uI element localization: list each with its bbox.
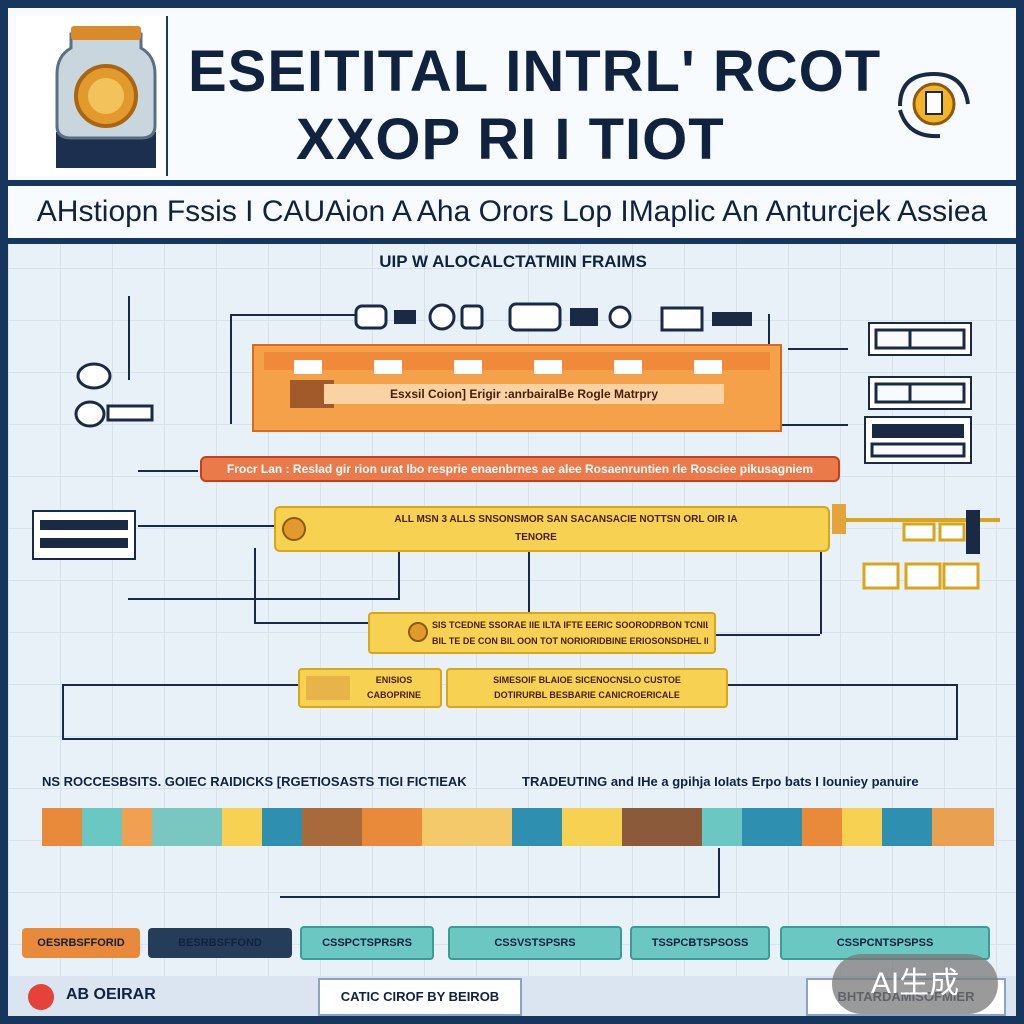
connector-line: [62, 684, 298, 686]
connector-line: [718, 848, 720, 898]
small-box-2-line-2: DOTIRURBL BESBARIE CANICROERICALE: [494, 690, 680, 700]
strip-segment: [802, 808, 842, 846]
legend-row-right: TRADEUTING and IHe a gpihja IoIats Erpo …: [522, 774, 919, 789]
strip-segment: [82, 808, 122, 846]
strip-segment: [422, 808, 512, 846]
gear-icon: [282, 517, 306, 541]
small-process-box-a: ENISIOS CABOPRINE: [298, 668, 442, 708]
small-box-label-a: ENISIOS: [375, 675, 413, 685]
connector-line: [280, 896, 720, 898]
title-line-1: ESEITITAL INTRL' RCOT: [188, 39, 882, 104]
strip-segment: [42, 808, 82, 846]
connector-icon: [660, 306, 752, 332]
small-box-label-b: CABOPRINE: [366, 690, 421, 700]
rack-node-3: [864, 416, 972, 464]
connector-line: [254, 622, 368, 624]
cable-icon: [74, 362, 154, 428]
connector-line: [128, 296, 130, 380]
strip-segment: [622, 808, 702, 846]
gear-icon: [408, 622, 428, 642]
connector-line: [528, 548, 530, 614]
status-dot-icon: [28, 984, 54, 1010]
server-node-left: [32, 510, 136, 560]
jar-icon: [55, 26, 157, 168]
strip-segment: [122, 808, 152, 846]
rack-icon: [870, 424, 966, 458]
footer-center-label: CATIC CIROF BY BEIROB: [318, 978, 522, 1016]
color-strip: [42, 808, 994, 846]
strip-segment: [222, 808, 262, 846]
strip-segment: [882, 808, 932, 846]
yellow-bar-label: ALL MSN 3 ALLS SNSONSMOR SAN SACANSACIE …: [394, 514, 738, 525]
strip-segment: [262, 808, 302, 846]
title-line-2: XXOP RI I TIOT: [296, 107, 725, 172]
circuit-block-right: [832, 504, 1000, 590]
yellow-process-bar: ALL MSN 3 ALLS SNSONSMOR SAN SACANSACIE …: [274, 506, 830, 552]
connector-line: [230, 314, 232, 424]
connector-line: [62, 684, 64, 740]
yellow-box-line-2: BIL TE DE CON BIL OON TOT NORIORIDBINE E…: [432, 636, 708, 646]
strip-segment: [932, 808, 994, 846]
rack-icon: [874, 382, 966, 404]
legend-item: OESRBSFFORID: [22, 928, 140, 958]
orange-process-box: Esxsil Coion] Erigir :anrbairalBe Rogle …: [252, 344, 782, 432]
rack-node-1: [868, 322, 972, 356]
section-title: UIP W ALOCALCTATMIN FRAIMS: [379, 252, 647, 271]
banner-subtitle: AHstiopn Fssis I CAUAion A Aha Orors Lop…: [8, 186, 1016, 238]
connector-line: [138, 525, 278, 527]
ai-watermark-badge: AI生成: [832, 954, 998, 1014]
rack-node-2: [868, 376, 972, 410]
legend-row-left: NS ROCCESBSITS. GOIEC RAIDICKS [RGETIOSA…: [42, 774, 467, 789]
strip-segment: [152, 808, 222, 846]
strip-segment: [842, 808, 882, 846]
component-icons-row: [354, 302, 632, 332]
yellow-process-box: SIS TCEDNE SSORAE IIE ILTA IFTE EERIC SO…: [368, 612, 716, 654]
connector-line: [724, 684, 956, 686]
emblem-icon: [898, 71, 970, 139]
strip-segment: [742, 808, 802, 846]
connector-line: [62, 738, 958, 740]
legend-item: CSSVSTSPSRS: [448, 926, 622, 960]
connector-line: [788, 348, 848, 350]
connector-line: [254, 548, 256, 622]
server-icon: [40, 520, 128, 548]
legend-item: TSSPCBTSPSOSS: [630, 926, 770, 960]
strip-segment: [562, 808, 622, 846]
small-process-box-b: SIMESOIF BLAIOE SICENOCNSLO CUSTOE DOTIR…: [446, 668, 728, 708]
connector-line: [398, 548, 400, 598]
yellow-box-line-1: SIS TCEDNE SSORAE IIE ILTA IFTE EERIC SO…: [432, 620, 708, 630]
connector-line: [230, 314, 358, 316]
connector-line: [138, 470, 198, 472]
legend-item: BESRBSFFOND: [148, 928, 292, 958]
header: [8, 8, 1016, 180]
connector-line: [768, 424, 848, 426]
legend-item: CSSPCTSPRSRS: [300, 926, 434, 960]
connector-line: [128, 598, 400, 600]
small-box-badge: [306, 676, 350, 700]
strip-segment: [702, 808, 742, 846]
orange-box-icons: [264, 352, 770, 374]
strip-segment: [512, 808, 562, 846]
connector-line: [956, 684, 958, 740]
strip-segment: [302, 808, 362, 846]
red-process-bar: Frocr Lan : Reslad gir rion urat Ibo res…: [200, 456, 840, 482]
small-box-2-line-1: SIMESOIF BLAIOE SICENOCNSLO CUSTOE: [493, 675, 681, 685]
footer-left-label: AB OEIRAR: [66, 986, 156, 1003]
strip-segment: [362, 808, 422, 846]
yellow-bar-sublabel: TENORE: [515, 532, 557, 543]
connector-line: [708, 634, 820, 636]
jar-logo: [16, 16, 168, 176]
rack-icon: [874, 328, 966, 350]
orange-box-label: Esxsil Coion] Erigir :anrbairalBe Rogle …: [324, 384, 724, 404]
connector-line: [820, 548, 822, 634]
